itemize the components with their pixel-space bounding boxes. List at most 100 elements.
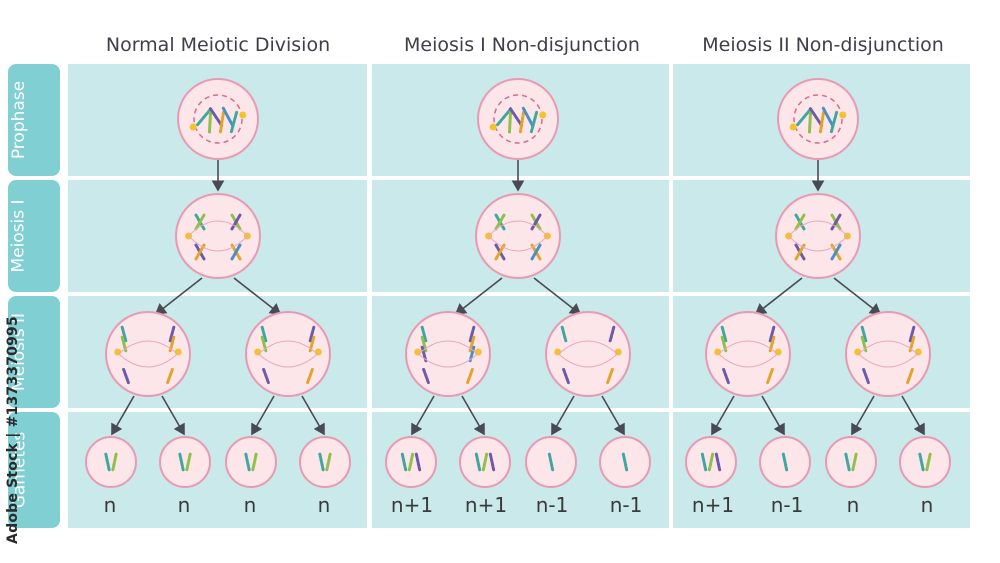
chromosome-arm (308, 325, 316, 343)
row-label-meiosis-i: Meiosis I (9, 199, 30, 273)
arrow (161, 395, 185, 436)
gamete-label: n (317, 493, 331, 517)
chromosome-arm (821, 106, 835, 128)
chromosome-arm (908, 325, 916, 343)
chromosome-arm (166, 367, 174, 385)
cells (85, 78, 951, 488)
chromosome-arm (325, 452, 332, 472)
chromosome-arm (830, 213, 842, 231)
chromosome-arm (229, 110, 239, 134)
chromosome-arm (530, 213, 542, 231)
chromosome-arm (111, 452, 118, 472)
chromosome-arm (700, 452, 708, 472)
centrosome (239, 111, 247, 119)
centrosome (539, 111, 547, 119)
cell-membrane (225, 436, 277, 488)
chromosome-arm (707, 452, 715, 472)
chromosome-arm (194, 213, 206, 231)
cell (459, 436, 511, 488)
gamete-label: n-1 (609, 493, 643, 517)
cell-membrane (159, 436, 211, 488)
chromosome-arm (481, 452, 489, 472)
arrow (601, 395, 625, 436)
cell (177, 78, 259, 160)
cell (85, 436, 137, 488)
chromosome-arm (796, 107, 812, 127)
gamete-label: n (177, 493, 191, 517)
cell (777, 78, 859, 160)
arrow (754, 277, 803, 315)
chromosome-arm (518, 110, 526, 134)
chromosome-arm (168, 325, 176, 343)
chromosome-arm (794, 213, 806, 231)
chromosome-arm (720, 325, 728, 343)
gamete-label: n+1 (691, 493, 735, 517)
column-title-normal: Normal Meiotic Division (105, 34, 331, 56)
chromosome-arm (306, 367, 314, 385)
chromosome-arm (906, 367, 914, 385)
chromosome-arm (562, 367, 570, 385)
chromosome-arm (420, 325, 428, 343)
arrow (154, 277, 203, 315)
spindle-fiber (418, 340, 478, 355)
cell (705, 311, 791, 397)
chromosome-arm (104, 452, 111, 472)
arrow (551, 395, 575, 436)
gamete-label: n (920, 493, 934, 517)
cell (405, 311, 491, 397)
chromosome-arm (488, 452, 496, 472)
gamete-label: n+1 (390, 493, 434, 517)
cell (175, 193, 261, 279)
cell (775, 193, 861, 279)
chromosome-arm (474, 452, 482, 472)
cell (545, 311, 631, 397)
cell-membrane (899, 436, 951, 488)
chromosome-arm (230, 213, 242, 231)
chromosome-arm (208, 107, 224, 127)
row-tab (8, 180, 60, 292)
centrosome (839, 111, 847, 119)
chromosome-arm (714, 452, 722, 472)
spindle-fiber (418, 353, 478, 368)
gamete-label: n (243, 493, 257, 517)
spindle-fiber (488, 235, 548, 252)
arrow (761, 395, 785, 436)
spindle-fiber (118, 353, 178, 368)
gamete-label: n (103, 493, 117, 517)
chromosome-arm (244, 452, 251, 472)
arrow (411, 395, 435, 436)
chromosome-arm (918, 452, 925, 472)
chromosome-arm (621, 452, 629, 472)
centrosome (189, 123, 197, 131)
spindle-fiber (188, 235, 248, 252)
spindle-fiber (488, 220, 548, 237)
cell (225, 436, 277, 488)
chromosome-arm (529, 110, 539, 134)
arrow (711, 395, 735, 436)
chromosome-arm (468, 325, 476, 343)
spindle-fiber (258, 340, 318, 355)
arrow (301, 395, 325, 436)
row-tab (8, 412, 60, 528)
chromosome-arm (120, 325, 128, 343)
chromosome-arm (781, 452, 789, 472)
chromosome-arm (262, 367, 270, 385)
chromosome-arm (407, 452, 415, 472)
spindle-fiber (858, 340, 918, 355)
chromosome-arm (185, 452, 192, 472)
chromosome-arm (122, 367, 130, 385)
arrow (851, 395, 875, 436)
cell (899, 436, 951, 488)
cell (477, 78, 559, 160)
row-tab (8, 296, 60, 408)
chromosome-arm (218, 110, 226, 134)
chromosome-arm (521, 106, 535, 128)
cell-membrane (825, 436, 877, 488)
row-label-prophase: Prophase (9, 80, 29, 160)
spindle-fiber (858, 353, 918, 368)
spindle-fiber (558, 340, 618, 355)
nuclear-envelope (193, 94, 243, 144)
chromosome-arm (844, 452, 851, 472)
chromosome-arm (851, 452, 858, 472)
chromosome-arm (722, 367, 730, 385)
